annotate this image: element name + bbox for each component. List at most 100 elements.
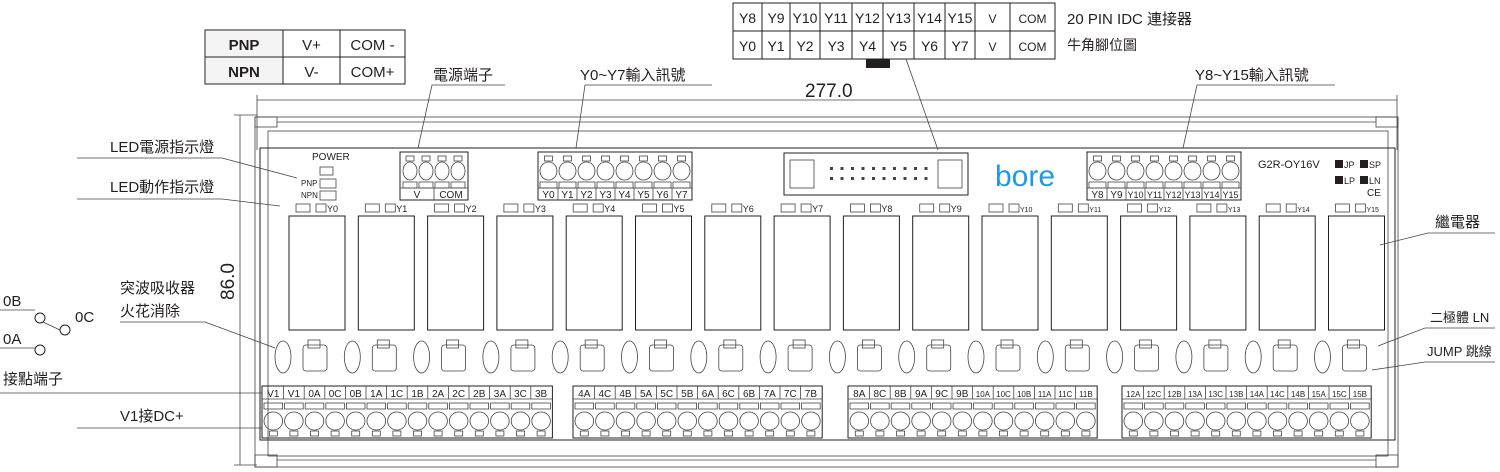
terminal-release-slot[interactable] bbox=[724, 430, 733, 437]
jump-connector[interactable] bbox=[649, 344, 674, 372]
jump-connector[interactable] bbox=[1134, 344, 1159, 372]
terminal-release-slot[interactable] bbox=[999, 430, 1008, 437]
terminal-release-slot[interactable] bbox=[937, 430, 947, 437]
terminal-release-slot[interactable] bbox=[1131, 155, 1140, 162]
terminal-release-slot[interactable] bbox=[582, 155, 591, 162]
terminal-screw[interactable] bbox=[634, 161, 653, 181]
terminal-release-slot[interactable] bbox=[1231, 430, 1241, 437]
terminal-release-slot[interactable] bbox=[744, 430, 754, 437]
jump-connector[interactable] bbox=[1272, 344, 1298, 372]
terminal-release-slot[interactable] bbox=[536, 430, 546, 437]
terminal-release-slot[interactable] bbox=[1149, 430, 1159, 437]
terminal-screw[interactable] bbox=[849, 411, 870, 431]
terminal-screw[interactable] bbox=[615, 161, 634, 181]
terminal-release-slot[interactable] bbox=[1170, 430, 1179, 437]
terminal-release-slot[interactable] bbox=[682, 430, 692, 437]
terminal-release-slot[interactable] bbox=[677, 155, 686, 162]
terminal-screw[interactable] bbox=[677, 411, 698, 431]
terminal-release-slot[interactable] bbox=[1211, 430, 1221, 437]
terminal-screw[interactable] bbox=[780, 411, 801, 431]
terminal-screw[interactable] bbox=[596, 161, 615, 181]
terminal-release-slot[interactable] bbox=[516, 430, 525, 437]
terminal-screw[interactable] bbox=[577, 161, 596, 181]
terminal-screw[interactable] bbox=[450, 161, 466, 181]
terminal-release-slot[interactable] bbox=[268, 430, 278, 437]
terminal-screw[interactable] bbox=[346, 411, 366, 431]
terminal-release-slot[interactable] bbox=[916, 430, 926, 437]
jump-connector[interactable] bbox=[441, 344, 467, 372]
terminal-screw[interactable] bbox=[366, 411, 387, 431]
terminal-screw[interactable] bbox=[1014, 411, 1034, 431]
terminal-release-slot[interactable] bbox=[765, 430, 775, 437]
terminal-release-slot[interactable] bbox=[601, 155, 610, 162]
npn-selector[interactable] bbox=[319, 190, 337, 201]
terminal-screw[interactable] bbox=[1034, 411, 1055, 431]
terminal-screw[interactable] bbox=[418, 161, 434, 181]
switch-lp[interactable] bbox=[1335, 176, 1343, 184]
terminal-screw[interactable] bbox=[760, 411, 780, 431]
terminal-screw[interactable] bbox=[1221, 161, 1240, 181]
terminal-screw[interactable] bbox=[539, 161, 558, 181]
terminal-release-slot[interactable] bbox=[957, 430, 967, 437]
terminal-screw[interactable] bbox=[595, 411, 615, 431]
terminal-release-slot[interactable] bbox=[351, 430, 361, 437]
terminal-screw[interactable] bbox=[615, 411, 636, 431]
jump-connector[interactable] bbox=[718, 344, 744, 372]
terminal-release-slot[interactable] bbox=[978, 430, 988, 437]
terminal-screw[interactable] bbox=[801, 411, 821, 431]
terminal-screw[interactable] bbox=[434, 161, 450, 181]
terminal-screw[interactable] bbox=[304, 411, 325, 431]
jump-connector[interactable] bbox=[926, 344, 952, 372]
jump-connector[interactable] bbox=[1342, 344, 1367, 372]
terminal-screw[interactable] bbox=[657, 411, 677, 431]
terminal-screw[interactable] bbox=[1123, 411, 1144, 431]
terminal-screw[interactable] bbox=[1055, 411, 1076, 431]
terminal-screw[interactable] bbox=[1329, 411, 1350, 431]
terminal-screw[interactable] bbox=[1145, 161, 1164, 181]
terminal-release-slot[interactable] bbox=[1190, 430, 1200, 437]
terminal-release-slot[interactable] bbox=[563, 155, 572, 162]
jump-connector[interactable] bbox=[1064, 344, 1090, 372]
terminal-release-slot[interactable] bbox=[620, 155, 629, 162]
terminal-screw[interactable] bbox=[952, 411, 973, 431]
terminal-screw[interactable] bbox=[698, 411, 718, 431]
terminal-release-slot[interactable] bbox=[289, 430, 299, 437]
terminal-screw[interactable] bbox=[325, 411, 345, 431]
terminal-screw[interactable] bbox=[428, 411, 448, 431]
terminal-release-slot[interactable] bbox=[371, 430, 381, 437]
terminal-release-slot[interactable] bbox=[413, 430, 422, 437]
terminal-screw[interactable] bbox=[558, 161, 577, 181]
terminal-release-slot[interactable] bbox=[641, 430, 651, 437]
jump-connector[interactable] bbox=[787, 344, 813, 372]
terminal-release-slot[interactable] bbox=[806, 430, 816, 437]
terminal-release-slot[interactable] bbox=[785, 430, 795, 437]
terminal-screw[interactable] bbox=[1107, 161, 1126, 181]
terminal-screw[interactable] bbox=[531, 411, 551, 431]
terminal-release-slot[interactable] bbox=[854, 430, 864, 437]
terminal-release-slot[interactable] bbox=[433, 430, 443, 437]
terminal-release-slot[interactable] bbox=[437, 155, 447, 162]
terminal-release-slot[interactable] bbox=[392, 430, 402, 437]
terminal-screw[interactable] bbox=[1144, 411, 1164, 431]
jump-connector[interactable] bbox=[579, 344, 605, 372]
terminal-screw[interactable] bbox=[469, 411, 490, 431]
terminal-release-slot[interactable] bbox=[1169, 155, 1178, 162]
terminal-screw[interactable] bbox=[1202, 161, 1221, 181]
terminal-release-slot[interactable] bbox=[1207, 155, 1216, 162]
terminal-screw[interactable] bbox=[1183, 161, 1202, 181]
terminal-screw[interactable] bbox=[510, 411, 531, 431]
jump-connector[interactable] bbox=[510, 344, 536, 372]
switch-sp[interactable] bbox=[1360, 160, 1368, 168]
terminal-release-slot[interactable] bbox=[621, 430, 630, 437]
terminal-screw[interactable] bbox=[284, 411, 304, 431]
terminal-screw[interactable] bbox=[973, 411, 993, 431]
terminal-release-slot[interactable] bbox=[310, 430, 319, 437]
switch-ln[interactable] bbox=[1360, 176, 1368, 184]
terminal-screw[interactable] bbox=[1185, 411, 1205, 431]
terminal-release-slot[interactable] bbox=[896, 430, 905, 437]
terminal-release-slot[interactable] bbox=[579, 430, 589, 437]
terminal-release-slot[interactable] bbox=[1060, 430, 1070, 437]
terminal-release-slot[interactable] bbox=[1019, 430, 1029, 437]
terminal-release-slot[interactable] bbox=[600, 430, 610, 437]
terminal-release-slot[interactable] bbox=[1314, 430, 1324, 437]
